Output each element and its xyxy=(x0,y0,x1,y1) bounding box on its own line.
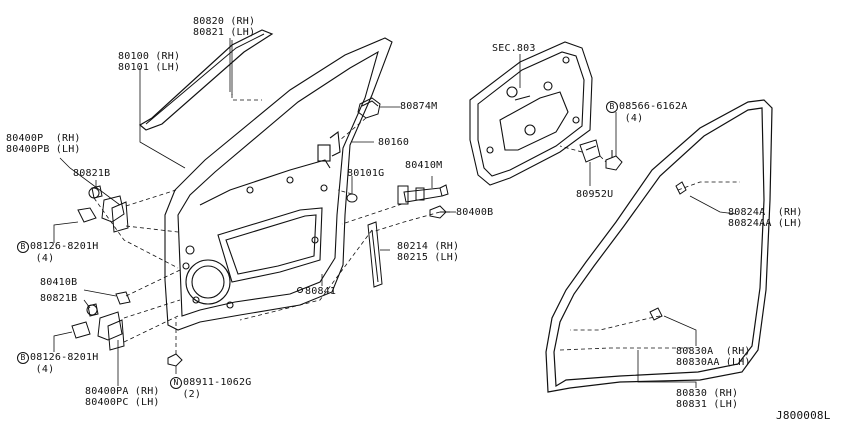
label-80160: 80160 xyxy=(378,137,410,148)
front-door-panel xyxy=(164,37,393,331)
weatherstrip-80830 xyxy=(545,99,773,393)
fastener-80821B-bot xyxy=(87,303,99,317)
label-80952U: 80952U xyxy=(576,189,614,200)
label-80101G: 80101G xyxy=(347,168,385,179)
label-80400PA: 80400PA (RH) 80400PC (LH) xyxy=(85,386,160,408)
clip-80830A xyxy=(649,307,663,321)
diagram-code: J800008L xyxy=(776,409,831,422)
label-80100: 80100 (RH) 80101 (LH) xyxy=(118,51,181,73)
label-80821B-top: 80821B xyxy=(73,168,111,179)
label-80874M: 80874M xyxy=(400,101,438,112)
bolt-08566 xyxy=(605,150,623,171)
label-80214: 80214 (RH) 80215 (LH) xyxy=(397,241,460,263)
label-80410B: 80410B xyxy=(40,277,78,288)
label-sec803: SEC.803 xyxy=(492,43,536,54)
clip-80101G xyxy=(346,193,358,203)
door-check-80410M xyxy=(397,184,449,205)
glass-run-80214 xyxy=(367,221,383,288)
door-module-sec803 xyxy=(469,41,593,186)
label-80824A: 80824A (RH) 80824AA (LH) xyxy=(728,207,803,229)
nut-08911 xyxy=(167,353,183,367)
clip-80824A xyxy=(675,181,687,195)
sash-moulding xyxy=(138,29,274,131)
label-80820: 80820 (RH) 80821 (LH) xyxy=(193,16,256,38)
label-80410M: 80410M xyxy=(405,160,443,171)
fastener-80821B-top xyxy=(91,185,103,199)
leader-lines xyxy=(53,38,740,388)
label-80821B-bot: 80821B xyxy=(40,293,78,304)
label-80830: 80830 (RH) 80831 (LH) xyxy=(676,388,739,410)
label-80841: 80841 xyxy=(305,286,337,297)
grommet-80874M xyxy=(357,97,381,119)
label-80830A: 80830A (RH) 80830AA (LH) xyxy=(676,346,751,368)
hinge-lower xyxy=(71,291,131,351)
label-80400P: 80400P (RH) 80400PB (LH) xyxy=(6,133,81,155)
label-80400B: 80400B xyxy=(456,207,494,218)
clip-80952U xyxy=(579,139,601,163)
